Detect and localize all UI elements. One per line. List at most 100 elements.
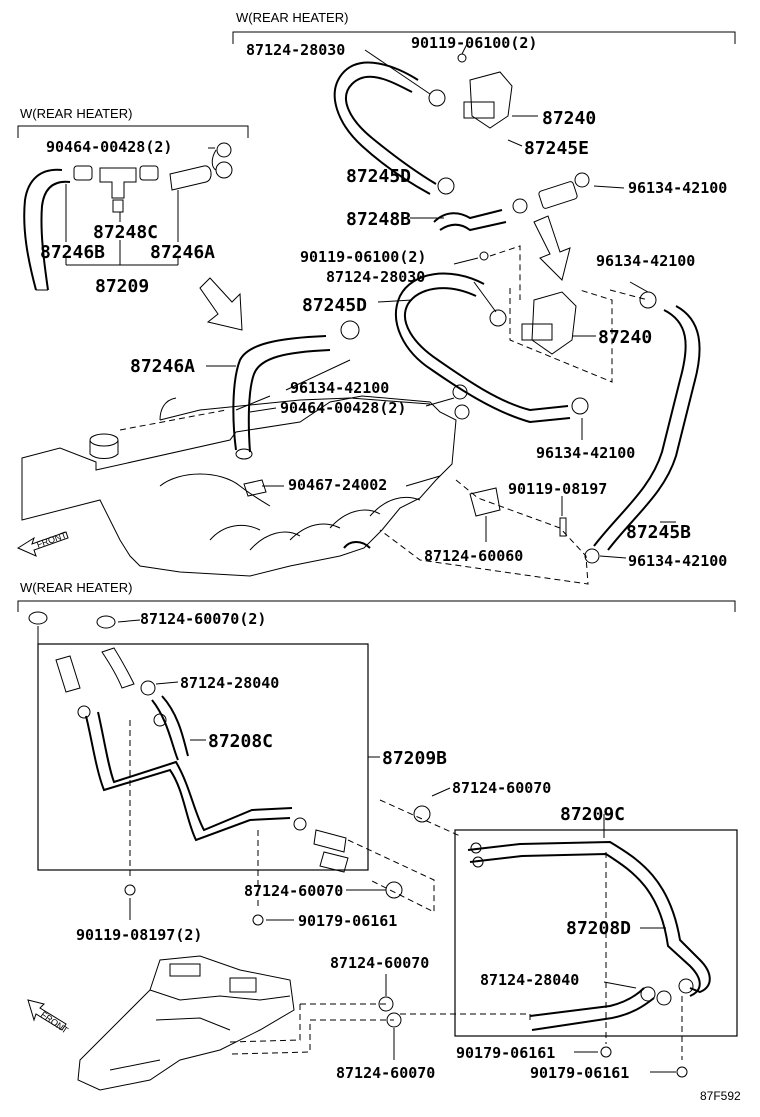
part-label: 90119-06100(2) — [411, 34, 537, 52]
clamp-icon — [428, 89, 446, 107]
clamp-icon — [571, 397, 589, 415]
bolt-icon — [479, 251, 489, 261]
part-label: 96134-42100 — [628, 552, 727, 570]
part-label: 87124-60070 — [244, 882, 343, 900]
part-label: 87245D — [302, 295, 367, 316]
part-label: 90467-24002 — [288, 476, 387, 494]
nut-icon — [252, 914, 264, 926]
clamp-icon — [678, 978, 694, 994]
part-label: 87124-60070 — [336, 1064, 435, 1082]
part-label: 90119-08197(2) — [76, 926, 202, 944]
valve-icon — [531, 291, 577, 355]
part-label: 87209C — [560, 804, 625, 825]
part-label: 90119-08197 — [508, 480, 607, 498]
clamp-icon — [656, 990, 672, 1006]
part-label: 87124-28030 — [246, 41, 345, 59]
section-brackets — [17, 31, 736, 612]
cap-icon — [89, 433, 119, 447]
front-label: FRONT — [39, 1009, 71, 1035]
part-label: 96134-42100 — [596, 252, 695, 270]
clamp-icon — [437, 177, 455, 195]
part-label: 87245D — [346, 166, 411, 187]
part-label: 87124-60060 — [424, 547, 523, 565]
arrow-icon — [533, 215, 571, 281]
nut-icon — [600, 1046, 612, 1058]
part-label: 87208C — [208, 731, 273, 752]
part-label: 96134-42100 — [628, 179, 727, 197]
clamp-icon — [140, 680, 156, 696]
part-label: 87240 — [542, 108, 596, 129]
part-label: 90119-06100(2) — [300, 248, 426, 266]
bottom-pipes — [28, 611, 738, 1091]
grommet-icon — [243, 479, 267, 497]
front-arrow-upper — [16, 531, 69, 557]
part-label: 87209 — [95, 276, 149, 297]
part-label: 87245E — [524, 138, 589, 159]
clamp-icon — [385, 881, 403, 899]
arrow-icon — [199, 277, 243, 331]
inset-rear-heater-valve — [199, 41, 625, 331]
section-title-top-left: W(REAR HEATER) — [20, 106, 132, 121]
clamp-icon — [340, 320, 360, 340]
part-label: 87124-60070 — [452, 779, 551, 797]
t-fitting-icon — [99, 167, 137, 199]
clamp-icon — [639, 291, 657, 309]
clamp-icon — [73, 165, 93, 181]
nut-icon — [676, 1066, 688, 1078]
part-label: 90179-06161 — [456, 1044, 555, 1062]
section-title-bottom: W(REAR HEATER) — [20, 580, 132, 595]
engine-assembly — [21, 320, 470, 577]
assembly-box-87209C — [454, 829, 738, 1037]
front-arrow-icon — [27, 999, 67, 1031]
front-label: FRONT — [35, 530, 68, 550]
bolt-icon — [559, 517, 567, 537]
part-label: 87246A — [130, 356, 195, 377]
clamp-icon — [574, 172, 590, 188]
clamp-icon — [489, 309, 507, 327]
bolt-icon — [457, 53, 467, 63]
part-label: 96134-42100 — [536, 444, 635, 462]
grommet-icon — [96, 615, 116, 629]
clamp-icon — [413, 805, 431, 823]
clamp-icon — [454, 404, 470, 420]
clamp-icon — [293, 817, 307, 831]
part-label: 87124-28040 — [480, 971, 579, 989]
part-label: 87246B — [40, 242, 105, 263]
part-label: 87245B — [626, 522, 691, 543]
grommet-icon — [28, 611, 48, 625]
valve-icon — [469, 71, 513, 129]
clamp-icon — [139, 165, 159, 181]
part-label: 90179-06161 — [530, 1064, 629, 1082]
part-label: 87124-28030 — [326, 268, 425, 286]
diagram-code: 87F592 — [700, 1089, 741, 1103]
bolt-icon — [124, 884, 136, 896]
part-label: 90179-06161 — [298, 912, 397, 930]
part-label: 87248B — [346, 209, 411, 230]
part-label: 87124-28040 — [180, 674, 279, 692]
part-label: 96134-42100 — [290, 379, 389, 397]
clamp-icon — [378, 996, 394, 1012]
valve-group-lower — [377, 245, 701, 585]
clamp-icon — [386, 1012, 402, 1028]
part-label: 87124-60070(2) — [140, 610, 266, 628]
section-title-top-right: W(REAR HEATER) — [236, 10, 348, 25]
part-label: 87240 — [598, 327, 652, 348]
heater-unit-icon — [77, 955, 295, 1091]
clamp-icon — [216, 142, 232, 158]
part-label: 87209B — [382, 748, 447, 769]
part-label: 87208D — [566, 918, 631, 939]
front-arrow-lower — [27, 999, 67, 1031]
front-arrow-icon — [16, 531, 69, 557]
inset-87209 — [23, 142, 233, 291]
clamp-icon — [512, 198, 528, 214]
clamp-icon — [584, 548, 600, 564]
clamp-icon — [640, 986, 656, 1002]
part-label: 90464-00428(2) — [46, 138, 172, 156]
part-label: 87246A — [150, 242, 215, 263]
part-label: 87124-60070 — [330, 954, 429, 972]
connector-icon — [469, 487, 501, 517]
part-label: 90464-00428(2) — [280, 399, 406, 417]
part-label: 87248C — [93, 222, 158, 243]
